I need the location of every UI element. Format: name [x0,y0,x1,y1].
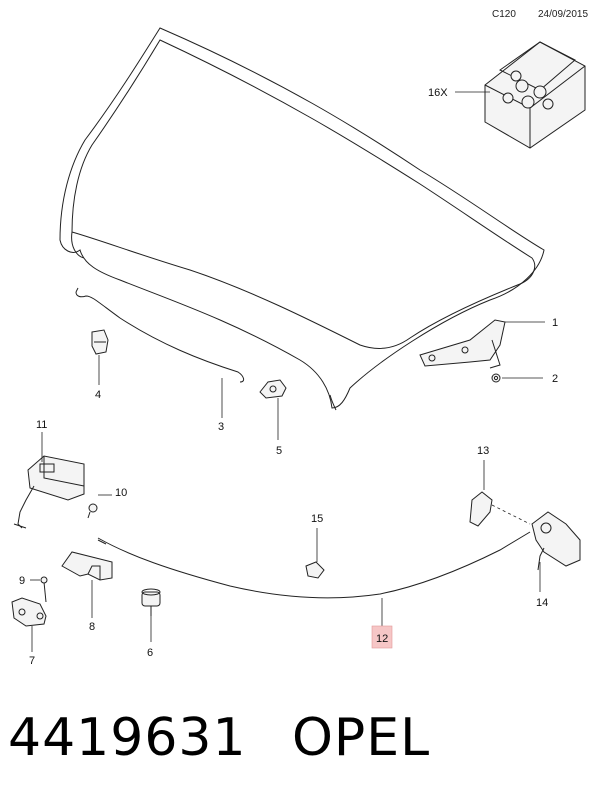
callout-13-label: 13 [477,445,489,457]
bolt-part [87,503,98,519]
callout-16-label: 16X [428,87,448,99]
nut-part [491,373,501,383]
callout-6-label: 6 [147,647,153,659]
callout-1-label: 1 [552,317,558,329]
diagram-date: 24/09/2015 [538,9,589,20]
callout-14-label: 14 [536,597,548,609]
clip-box [484,41,586,149]
bracket-part [11,597,47,627]
cable-clip-part [305,561,325,579]
callout-4-label: 4 [95,389,101,401]
release-handle-part [469,491,493,527]
latch-part [13,455,85,529]
callout-8-label: 8 [89,621,95,633]
callout-12-highlight [371,625,393,649]
hinge-part [419,319,506,369]
callout-12-label: 12 [376,633,388,645]
callout-7-label: 7 [29,655,35,667]
rod-holder-part [259,379,287,399]
brand-name: OPEL [292,708,431,768]
screw-part [40,576,48,603]
callout-10-label: 10 [115,487,127,499]
callout-9-label: 9 [19,575,25,587]
grommet-clip-part [91,329,109,355]
callout-3-label: 3 [218,421,224,433]
handle-housing-part [531,511,581,571]
part-number: 4419631 [8,708,247,768]
bump-stop-part [141,588,161,616]
shield-plate-part [61,551,113,581]
bonnet-panel [59,27,545,411]
release-cable-part [97,531,531,599]
callout-2-label: 2 [552,373,558,385]
callout-5-label: 5 [276,445,282,457]
callout-11-label: 11 [36,419,47,431]
diagram-code: C120 [492,9,516,20]
callout-15-label: 15 [311,513,323,525]
prop-rod-part [75,287,245,383]
